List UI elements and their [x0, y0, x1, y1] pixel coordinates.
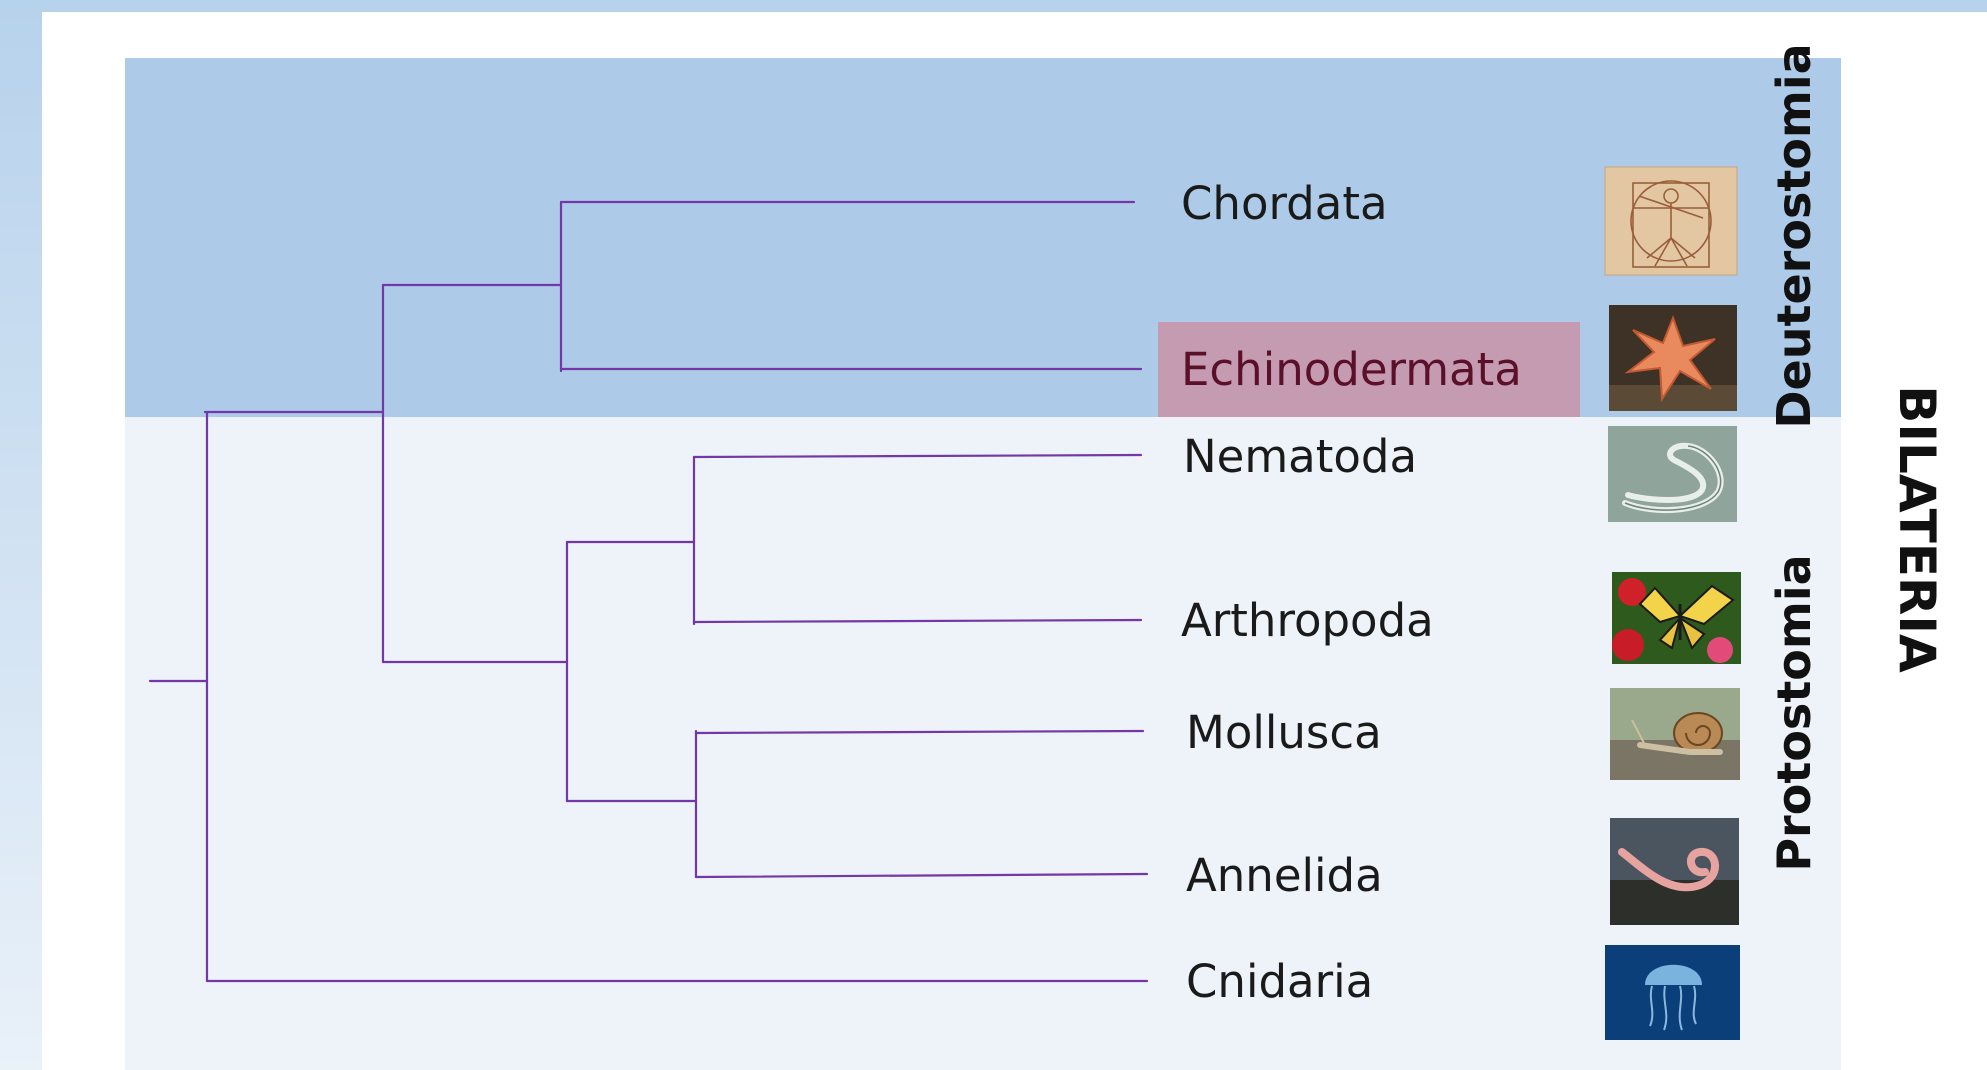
snail-image [1610, 688, 1740, 780]
label-arthropoda: Arthropoda [1181, 594, 1434, 647]
label-cnidaria: Cnidaria [1186, 955, 1373, 1008]
label-echinodermata: Echinodermata [1181, 343, 1522, 396]
butterfly-image [1612, 572, 1741, 664]
vitruvian-man-image [1605, 167, 1737, 275]
jellyfish-image [1605, 945, 1740, 1040]
label-deuterostomia: Deuterostomia [1767, 43, 1821, 428]
label-mollusca: Mollusca [1186, 706, 1382, 759]
starfish-image [1609, 305, 1737, 411]
label-nematoda: Nematoda [1183, 430, 1417, 483]
label-annelida: Annelida [1186, 849, 1383, 902]
earthworm-image [1610, 818, 1739, 925]
label-protostomia: Protostomia [1767, 554, 1821, 871]
nematode-worm-image [1608, 426, 1737, 522]
label-chordata: Chordata [1181, 177, 1388, 230]
label-bilateria: BILATERIA [1888, 385, 1946, 673]
